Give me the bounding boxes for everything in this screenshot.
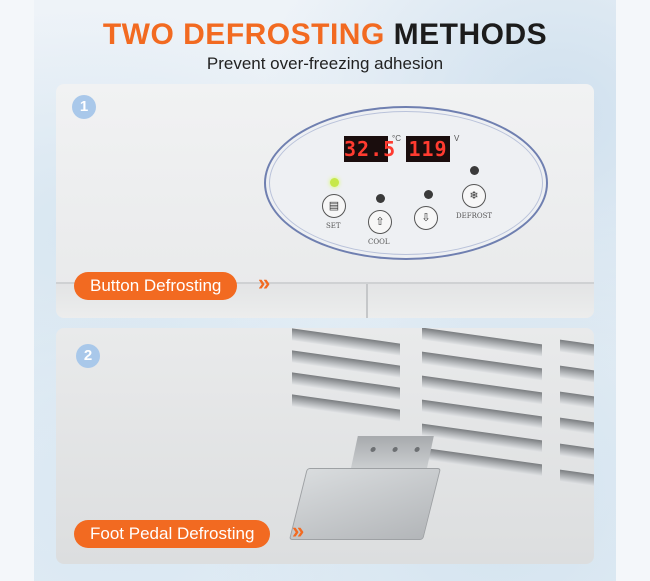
indicator-light — [424, 190, 433, 199]
control-panel: 32.5 °C 119 V ▤ SET ⇧ COOL ⇩ ❄ DEFROST — [264, 106, 548, 260]
chevron-right-icon: » — [258, 270, 271, 295]
foot-pedal[interactable] — [289, 447, 441, 540]
arrow-down-icon: ⇩ — [421, 212, 431, 224]
defrost-indicator — [470, 166, 479, 175]
voltage-unit: V — [454, 134, 460, 143]
vent-grille-middle — [418, 328, 548, 564]
vent-grille-right — [556, 328, 594, 564]
up-button[interactable]: ⇧ — [368, 210, 392, 234]
page-title: TWO DEFROSTING METHODS — [0, 18, 650, 52]
foot-pedal-defrosting-label: Foot Pedal Defrosting — [74, 520, 271, 548]
title-rest: METHODS — [393, 18, 548, 51]
defrost-icon: ❄ — [469, 190, 479, 202]
button-defrosting-label: Button Defrosting — [74, 272, 238, 300]
lid-joint — [366, 284, 368, 318]
set-button[interactable]: ▤ — [322, 194, 346, 218]
arrow-up-icon: ⇧ — [375, 216, 385, 228]
defrost-button[interactable]: ❄ — [462, 184, 486, 208]
chevron-right-icon-2: » — [292, 518, 305, 543]
panel-foot-pedal-defrosting: 2 Foot Pedal Defrosting » — [56, 328, 594, 564]
defrost-label: DEFROST — [456, 212, 493, 220]
cool-label: COOL — [368, 238, 390, 246]
pedal-hinge — [350, 436, 434, 472]
page-subtitle: Prevent over-freezing adhesion — [206, 54, 444, 73]
panel-button-defrosting: 1 32.5 °C 119 V ▤ SET ⇧ COOL ⇩ ❄ DEFROST… — [56, 84, 594, 318]
temperature-display: 32.5 — [344, 136, 397, 162]
cool-indicator — [376, 194, 385, 203]
lid-seam — [56, 282, 594, 284]
down-button[interactable]: ⇩ — [414, 206, 438, 230]
step-badge-2: 2 — [76, 344, 100, 368]
power-indicator — [330, 178, 339, 187]
set-icon: ▤ — [328, 200, 340, 212]
title-highlight: TWO DEFROSTING — [102, 18, 385, 51]
set-label: SET — [326, 222, 341, 230]
voltage-display: 119 — [406, 136, 450, 162]
step-badge-1: 1 — [72, 95, 96, 119]
temperature-unit: °C — [392, 134, 401, 143]
